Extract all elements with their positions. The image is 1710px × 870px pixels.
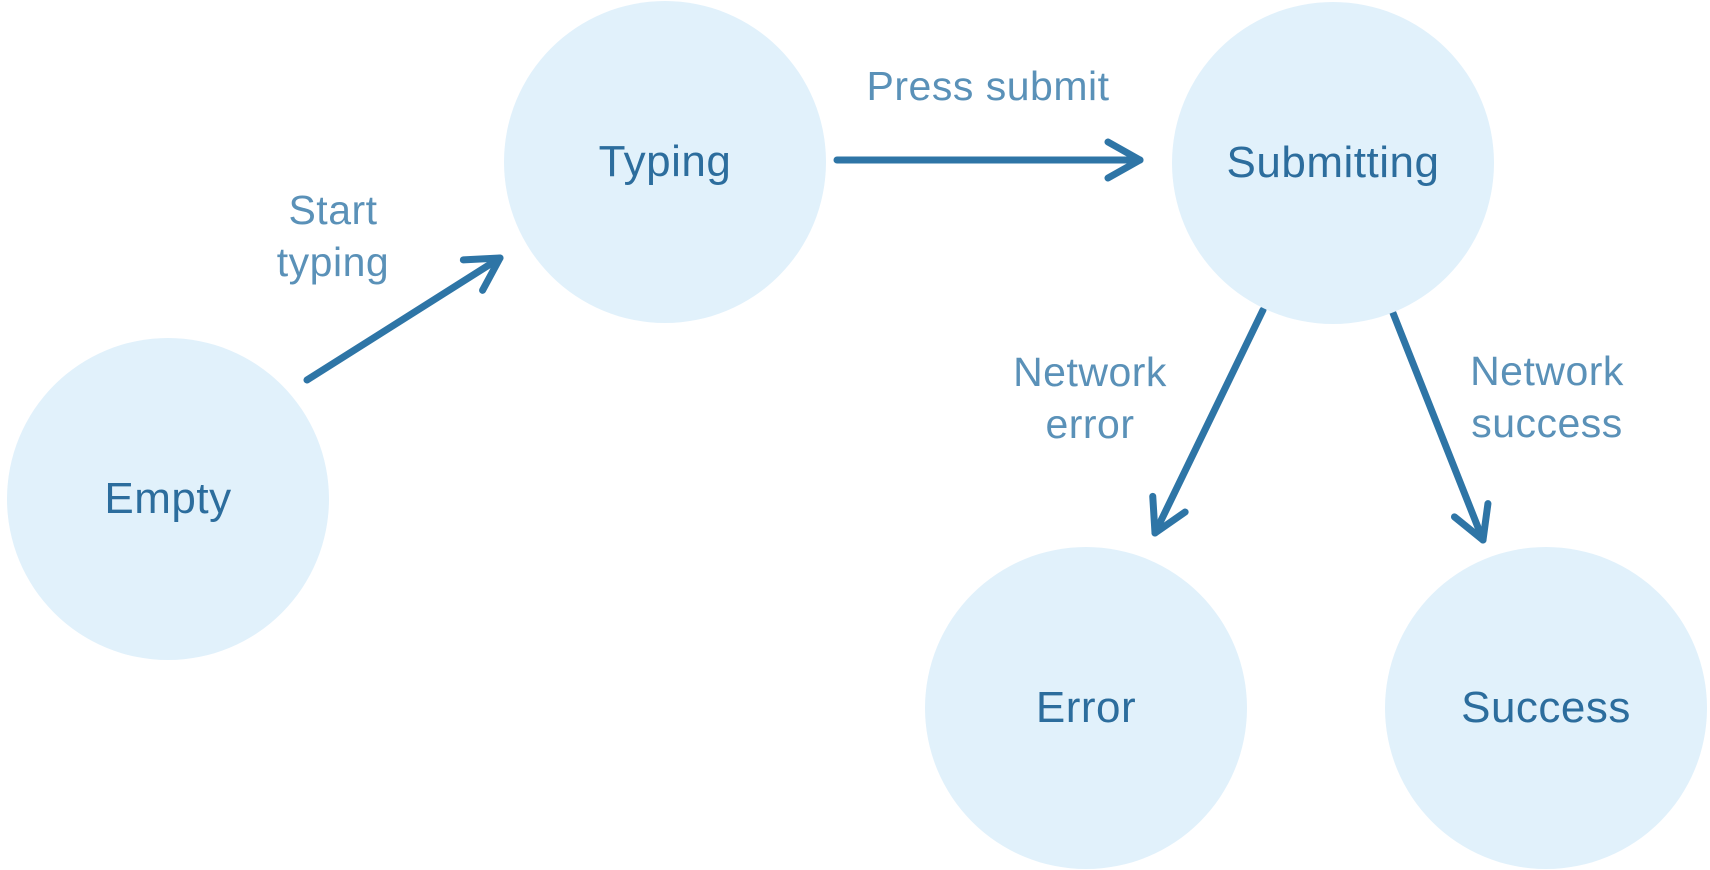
arrow-submitting-to-success: [1389, 309, 1492, 544]
state-node-empty: Empty: [7, 338, 329, 660]
state-node-error: Error: [925, 547, 1247, 869]
state-node-typing: Typing: [504, 1, 826, 323]
state-node-label: Typing: [598, 137, 732, 186]
state-node-label: Error: [1035, 683, 1137, 732]
arrow-empty-to-typing: [303, 254, 504, 384]
state-node-label: Empty: [104, 474, 232, 523]
state-node-label: Submitting: [1226, 138, 1440, 187]
state-node-success: Success: [1385, 547, 1707, 869]
state-node-submitting: Submitting: [1172, 2, 1494, 324]
transition-label-network-success: Network success: [1470, 347, 1624, 446]
arrow-submitting-to-error: [1149, 306, 1267, 537]
state-node-label: Success: [1461, 683, 1631, 732]
transition-label-press-submit: Press submit: [866, 62, 1110, 109]
transition-label-start-typing: Start typing: [276, 186, 390, 285]
transition-label-network-error: Network error: [1013, 348, 1167, 447]
